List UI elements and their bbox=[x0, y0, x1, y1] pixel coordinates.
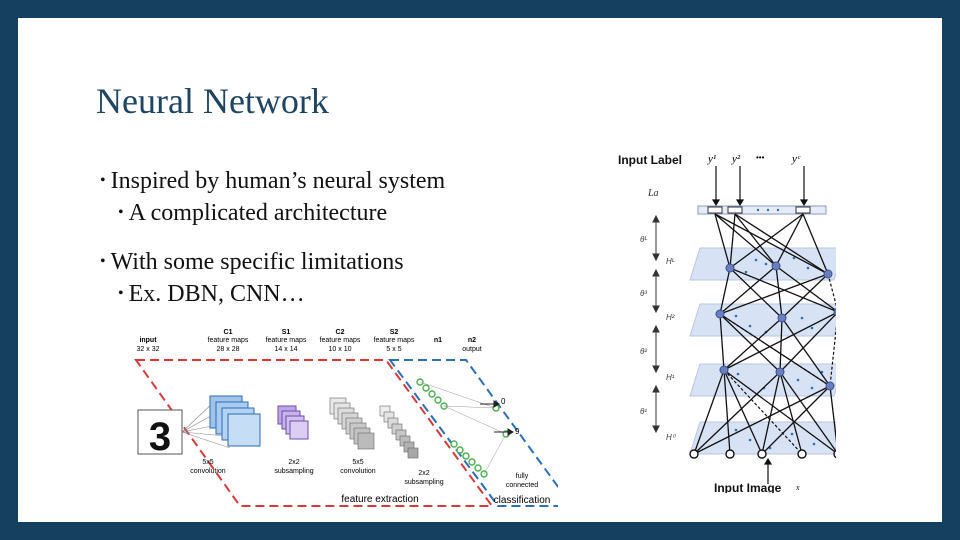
output-arrows bbox=[480, 400, 514, 436]
bullet-2-sub: •Ex. DBN, CNN… bbox=[118, 281, 305, 308]
side-label-H-0: H⁰ bbox=[666, 433, 677, 442]
dbn-connections bbox=[693, 213, 836, 455]
bullet-dot: • bbox=[100, 253, 106, 270]
cnn-input-label: input bbox=[139, 337, 157, 344]
y1-label: y¹ bbox=[707, 153, 716, 165]
input-to-c1-lines bbox=[181, 401, 231, 449]
cnn-diagram: input 32 x 32 C1 feature maps 28 x 28 S1… bbox=[134, 329, 558, 507]
side-label-H-L: Hᴸ bbox=[666, 257, 675, 266]
op4-kernel: 2x2 bbox=[418, 470, 429, 477]
label-arrows bbox=[711, 166, 809, 207]
cnn-c2-label: C2 bbox=[336, 329, 345, 336]
input-label-text: Input Label bbox=[618, 153, 682, 167]
op4-name: subsampling bbox=[404, 479, 443, 486]
slide-title: Neural Network bbox=[96, 81, 329, 121]
c1-feature-maps bbox=[209, 395, 261, 447]
dbn-diagram: Input Label y¹ y² ••• yᶜ La bbox=[618, 153, 836, 493]
cnn-s1-desc: feature maps bbox=[266, 337, 307, 344]
cnn-s1-size: 14 x 14 bbox=[275, 346, 298, 353]
side-label-theta-2: θ² bbox=[640, 347, 647, 356]
bullet-1: •Inspired by human’s neural system bbox=[100, 168, 445, 195]
bullet-dot: • bbox=[118, 204, 124, 221]
input-image-arrow bbox=[763, 457, 773, 484]
cnn-c1-desc: feature maps bbox=[208, 337, 249, 344]
cnn-s2-desc: feature maps bbox=[374, 337, 415, 344]
op1-kernel: 5x5 bbox=[202, 459, 213, 466]
connected-label: connected bbox=[506, 482, 538, 489]
bullet-dot: • bbox=[118, 285, 124, 302]
input-nodes bbox=[689, 449, 836, 459]
op3-kernel: 5x5 bbox=[352, 459, 363, 466]
cnn-n2-label: n2 bbox=[468, 337, 476, 344]
op2-kernel: 2x2 bbox=[288, 459, 299, 466]
feature-extraction-region bbox=[134, 359, 494, 507]
bullet-1-text: Inspired by human’s neural system bbox=[110, 168, 446, 194]
s1-feature-maps bbox=[277, 405, 309, 440]
bullet-2: •With some specific limitations bbox=[100, 249, 404, 276]
cnn-c1-label: C1 bbox=[224, 329, 233, 336]
cnn-c2-size: 10 x 10 bbox=[329, 346, 352, 353]
yc-label: yᶜ bbox=[791, 153, 801, 165]
cnn-n1-label: n1 bbox=[434, 337, 442, 344]
dbn-dashed-connections bbox=[719, 273, 836, 455]
digit-three: 3 bbox=[149, 415, 171, 459]
cnn-c1-size: 28 x 28 bbox=[217, 346, 240, 353]
side-label-H-2: H² bbox=[666, 313, 675, 322]
cnn-s2-size: 5 x 5 bbox=[386, 346, 401, 353]
y2-label: y² bbox=[731, 153, 741, 165]
x-label: x bbox=[795, 483, 800, 492]
side-label-theta-L: θᴸ bbox=[640, 235, 647, 244]
cnn-c2-desc: feature maps bbox=[320, 337, 361, 344]
output-label-9: 9 bbox=[515, 427, 520, 436]
slide: Neural Network •Inspired by human’s neur… bbox=[18, 18, 942, 522]
s2-feature-maps bbox=[379, 405, 419, 459]
bullet-dot: • bbox=[100, 172, 106, 189]
cnn-input-size: 32 x 32 bbox=[137, 346, 160, 353]
cnn-s1-label: S1 bbox=[282, 329, 291, 336]
side-arrows bbox=[652, 214, 660, 434]
cnn-n2-desc: output bbox=[462, 346, 482, 353]
cnn-input-image bbox=[137, 409, 183, 455]
hidden-nodes bbox=[715, 261, 836, 391]
op1-name: convolution bbox=[190, 468, 226, 475]
side-label-theta-1: θ¹ bbox=[640, 407, 647, 416]
classification-region bbox=[388, 359, 558, 507]
n1-neurons bbox=[416, 378, 488, 478]
side-label-theta-3: θ³ bbox=[640, 289, 647, 298]
input-image-text: Input Image bbox=[714, 481, 782, 493]
label-dots bbox=[756, 208, 780, 212]
c2-feature-maps bbox=[329, 397, 375, 450]
bullet-2-text: With some specific limitations bbox=[110, 249, 404, 275]
label-units bbox=[707, 206, 811, 214]
side-label-H-1: H¹ bbox=[666, 373, 675, 382]
cnn-s2-label: S2 bbox=[390, 329, 399, 336]
feature-extraction-label: feature extraction bbox=[341, 494, 418, 505]
bullet-1-sub: •A complicated architecture bbox=[118, 200, 387, 227]
fully-label: fully bbox=[516, 473, 529, 480]
output-label-0: 0 bbox=[501, 397, 506, 406]
classification-label: classification bbox=[494, 495, 551, 506]
bullet-2-sub-text: Ex. DBN, CNN… bbox=[128, 281, 305, 307]
y-ellipsis: ••• bbox=[756, 153, 765, 162]
label-layer bbox=[697, 205, 827, 215]
bullet-1-sub-text: A complicated architecture bbox=[128, 200, 388, 226]
op3-name: convolution bbox=[340, 468, 376, 475]
op2-name: subsampling bbox=[274, 468, 313, 475]
la-label: La bbox=[647, 188, 659, 199]
